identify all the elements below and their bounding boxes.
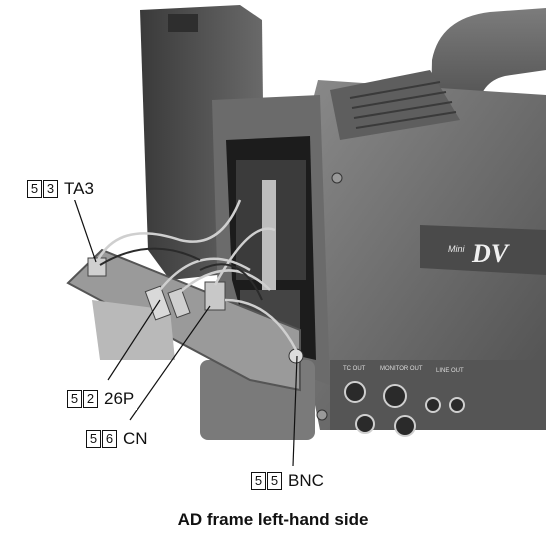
- callout-label: CN: [123, 429, 148, 448]
- ref-box: 5: [27, 180, 42, 198]
- top-grip: [330, 70, 460, 140]
- ref-box: 6: [102, 430, 117, 448]
- ref-box: 5: [67, 390, 82, 408]
- callout-ta3: 5 3 TA3: [26, 178, 97, 200]
- bnc-jack: [288, 348, 304, 364]
- logo-dv: DV: [471, 239, 511, 268]
- wiring-dark: [99, 247, 263, 301]
- tc-out-label: TC OUT: [343, 366, 366, 372]
- bnc-connectors: [344, 381, 465, 437]
- 26p-connector: [167, 287, 191, 319]
- callout-bnc: 5 5 BNC: [250, 470, 327, 492]
- ref-box: 5: [267, 472, 282, 490]
- logo-mini: Mini: [448, 244, 466, 254]
- cn-connector: [204, 281, 226, 311]
- callout-label: TA3: [64, 179, 94, 198]
- grip-ridges: [349, 81, 457, 129]
- monitor-out-label: MONITOR OUT: [380, 366, 423, 372]
- callout-cn: 5 6 CN: [85, 428, 151, 450]
- wiring: [96, 199, 298, 351]
- body-screw: [316, 409, 328, 421]
- logo-panel: [420, 225, 546, 275]
- callout-label: BNC: [288, 471, 324, 490]
- line-out-label: LINE OUT: [436, 368, 464, 374]
- callout-26p: 5 2 26P: [66, 388, 138, 410]
- body-screw: [331, 172, 343, 184]
- side-panel-slot: [168, 14, 198, 32]
- internal-board: [262, 180, 276, 290]
- callout-label: 26P: [104, 389, 135, 408]
- leader-lines: [73, 197, 298, 467]
- ref-box: 5: [251, 472, 266, 490]
- ref-box: 5: [86, 430, 101, 448]
- ta3-connector: [87, 257, 107, 277]
- ref-box: 3: [43, 180, 58, 198]
- figure-caption: AD frame left-hand side: [177, 510, 369, 529]
- ref-box: 2: [83, 390, 98, 408]
